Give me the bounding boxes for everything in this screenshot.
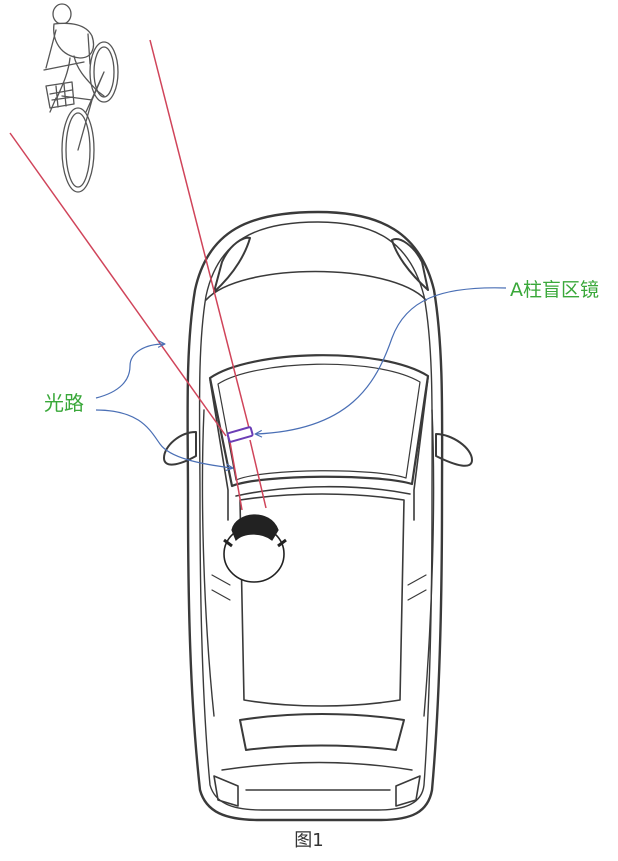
tail-light-right [395, 775, 421, 807]
headlight-right [391, 238, 429, 291]
car-body-outline [186, 210, 444, 822]
door-seam-left [211, 574, 231, 601]
a-pillar-mirror-label: A柱盲区镜 [510, 279, 599, 301]
a-pillar-left [209, 379, 229, 521]
rear-window [239, 713, 405, 751]
driver-head-icon [223, 514, 287, 583]
a-pillar-right [413, 377, 429, 521]
light-path-rays [9, 39, 267, 511]
light-path-label: 光路 [44, 391, 84, 415]
roof-panel [239, 493, 405, 707]
arrow-light-path-up [95, 344, 164, 399]
cyclist-icon [43, 3, 119, 193]
side-mirror-left [163, 431, 197, 466]
car-top-view [163, 210, 473, 822]
trunk-line [221, 761, 413, 771]
figure-caption: 图1 [294, 830, 323, 851]
windshield-inner [217, 363, 421, 481]
light-ray-reflect-left [229, 441, 243, 511]
windshield [208, 354, 430, 488]
light-ray-right [149, 39, 251, 433]
side-window-left [201, 409, 215, 717]
a-pillar-mirror [226, 426, 254, 443]
tail-light-left [213, 775, 239, 807]
light-ray-reflect-right [249, 439, 267, 509]
light-ray-left [9, 132, 227, 437]
dashboard-line [235, 485, 411, 497]
door-seam-right [407, 574, 427, 601]
side-mirror-right [435, 433, 473, 467]
hood-line [205, 270, 427, 301]
arrow-a-pillar-mirror [256, 287, 507, 434]
side-window-right [423, 409, 435, 717]
car-body-inner-outline [198, 221, 433, 811]
headlight-left [213, 236, 251, 293]
arrow-light-path-down [95, 409, 232, 468]
annotation-arrows [95, 287, 507, 468]
